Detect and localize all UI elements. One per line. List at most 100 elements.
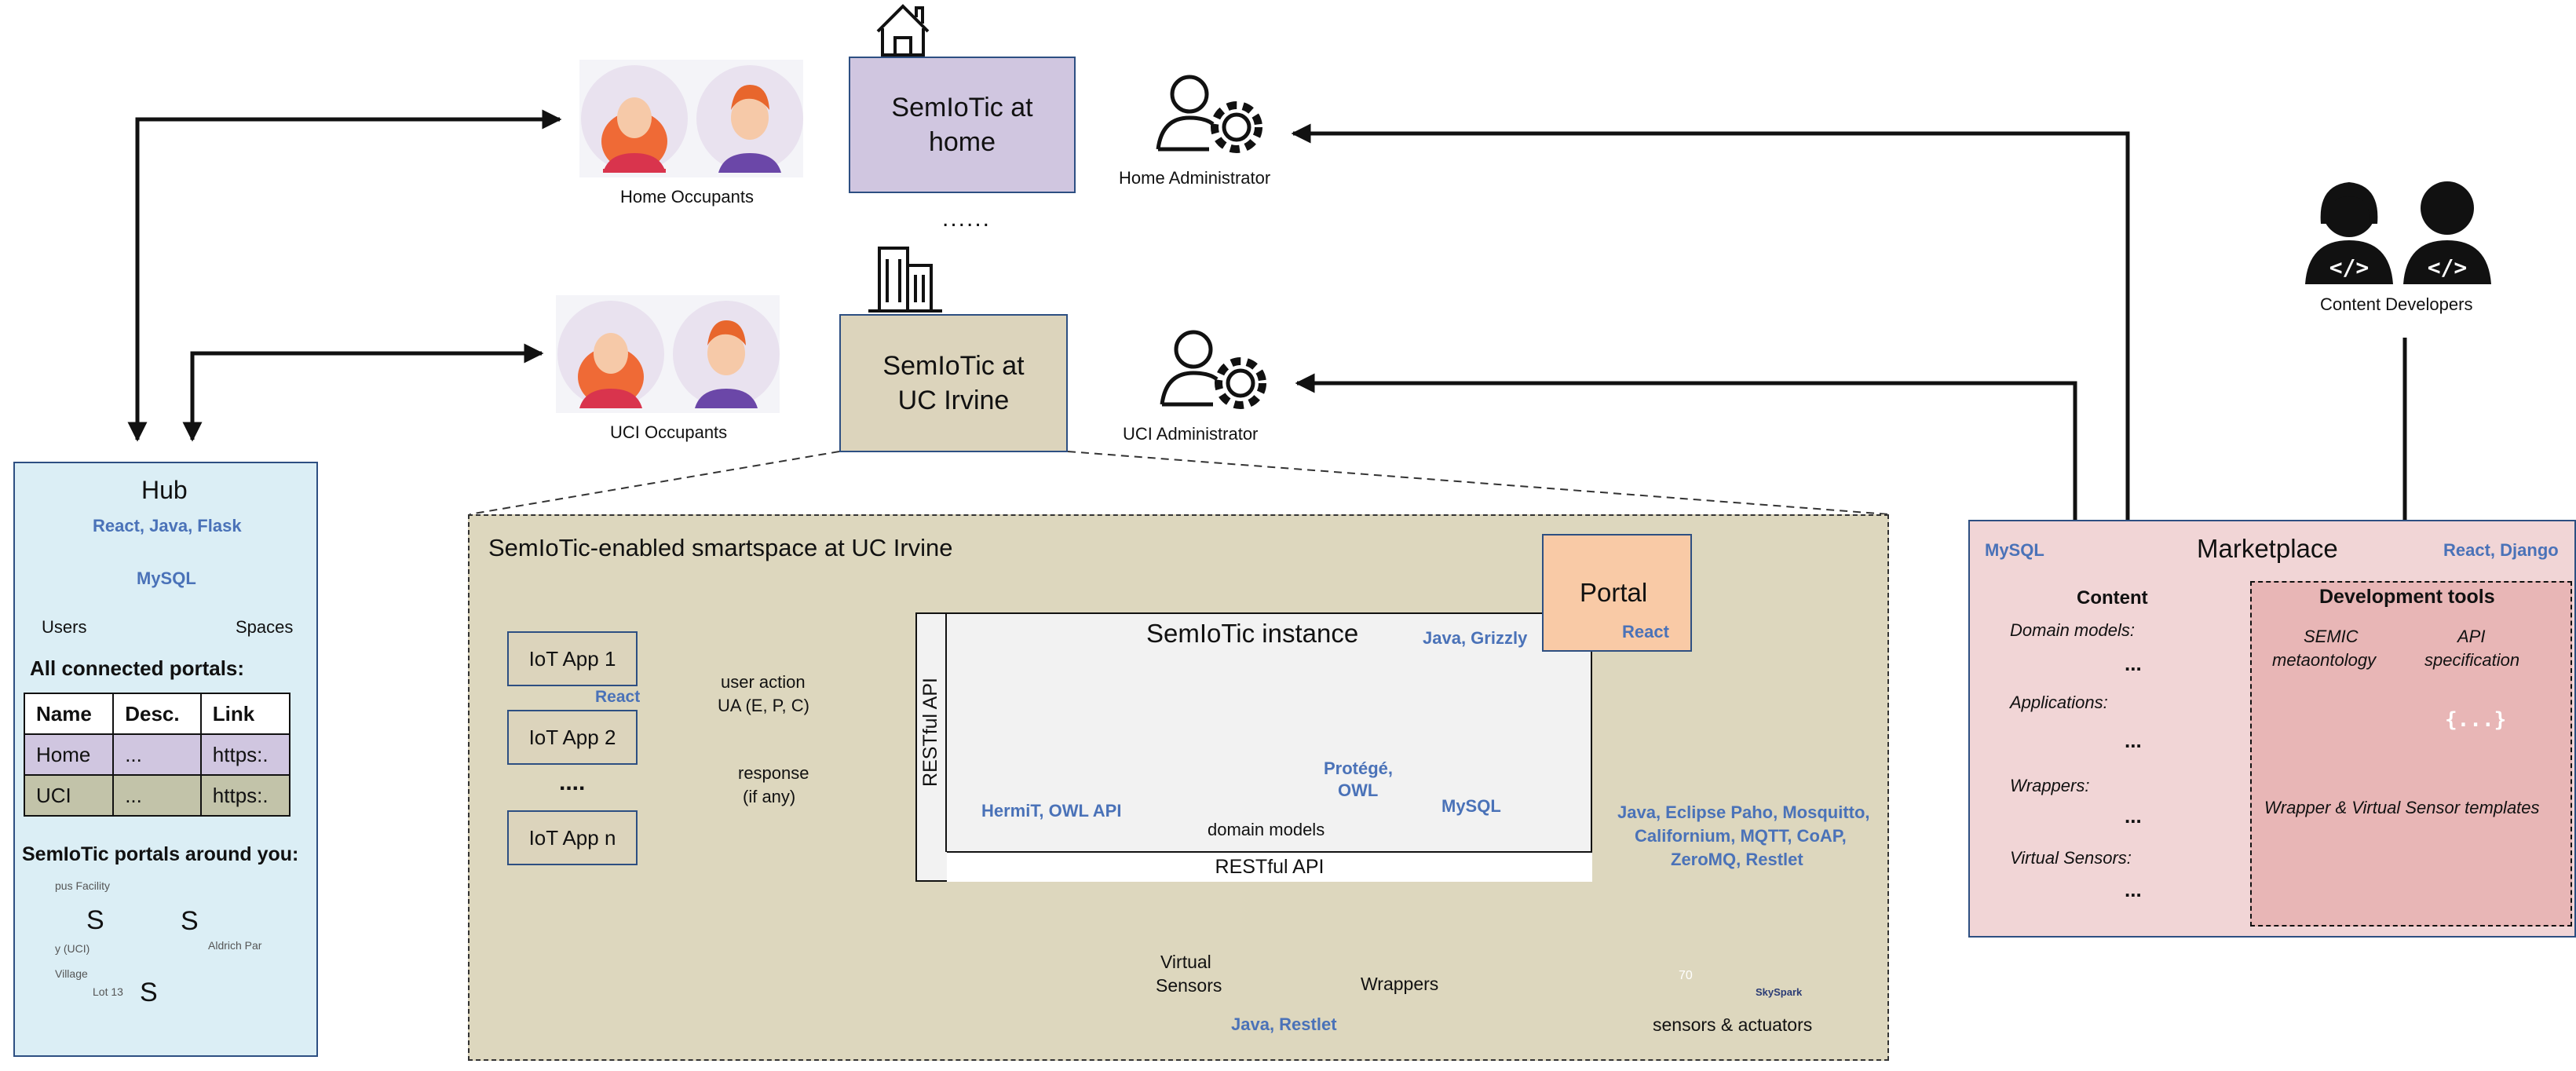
instances-ellipsis: ...... bbox=[942, 206, 992, 232]
uci-admin-icon bbox=[1160, 330, 1266, 409]
iot-apps-ellipsis: .... bbox=[559, 769, 586, 795]
semic-line2: metaontology bbox=[2272, 650, 2377, 670]
sensor-tech-line1: Java, Eclipse Paho, Mosquitto, bbox=[1617, 802, 1870, 822]
svg-text:</>: </> bbox=[2428, 254, 2468, 280]
sensors-actuators-label: sensors & actuators bbox=[1653, 1014, 1813, 1035]
content-title: Content bbox=[2077, 587, 2148, 609]
portal-label: Portal bbox=[1580, 578, 1648, 607]
uci-admin-label: UCI Administrator bbox=[1123, 424, 1259, 444]
content-developers-icon: </> </> bbox=[2305, 181, 2491, 284]
map-marker-label[interactable]: S bbox=[181, 906, 199, 936]
marketplace-web-tech: React, Django bbox=[2443, 540, 2559, 560]
iot-app-2[interactable]: IoT App 2 bbox=[507, 710, 638, 765]
sensor-tech-line3: ZeroMQ, Restlet bbox=[1671, 850, 1803, 869]
restful-api-bottom-label: RESTful API bbox=[1215, 856, 1325, 878]
development-tools-box bbox=[2250, 581, 2572, 927]
iot-app-n[interactable]: IoT App n bbox=[507, 810, 638, 865]
home-admin-icon bbox=[1156, 75, 1262, 153]
domain-models-label: domain models bbox=[1208, 820, 1325, 839]
instance-mysql-label: MySQL bbox=[1441, 796, 1501, 816]
table-cell-name: Home bbox=[23, 733, 115, 776]
table-cell-link[interactable]: https:. bbox=[199, 733, 291, 776]
map-marker-label[interactable]: S bbox=[86, 905, 104, 935]
api-spec-line1: API bbox=[2457, 627, 2486, 646]
content-wrappers-ellipsis: ... bbox=[2125, 804, 2142, 828]
portal-tech: React bbox=[1622, 622, 1669, 642]
table-header-link: Link bbox=[199, 693, 291, 735]
reasoner-tech: HermiT, OWL API bbox=[981, 801, 1122, 821]
map-label: Lot 13 bbox=[93, 985, 123, 998]
map-label: Village bbox=[55, 967, 88, 980]
smartspace-title: SemIoTic-enabled smartspace at UC Irvine bbox=[488, 534, 953, 561]
skyspark-label: SkySpark bbox=[1756, 986, 1803, 998]
hub-mysql-label: MySQL bbox=[137, 568, 196, 588]
table-cell-link[interactable]: https:. bbox=[199, 774, 291, 817]
content-domain-models-label: Domain models: bbox=[2010, 620, 2135, 640]
content-domain-ellipsis: ... bbox=[2125, 652, 2142, 675]
semiotic-uci-line1: SemIoTic at bbox=[882, 350, 1025, 381]
iot-apps-tech: React bbox=[595, 688, 641, 706]
semic-line1: SEMIC bbox=[2304, 627, 2359, 646]
semiotic-home-box: SemIoTic at home bbox=[849, 57, 1076, 193]
uci-occupants-label: UCI Occupants bbox=[610, 422, 728, 442]
bottom-tech: Java, Restlet bbox=[1231, 1014, 1337, 1034]
semiotic-uci-box: SemIoTic at UC Irvine bbox=[839, 314, 1068, 452]
restful-api-vertical-label: RESTful API bbox=[919, 678, 941, 787]
response-line1: response bbox=[738, 763, 809, 783]
marketplace-db-tech: MySQL bbox=[1985, 540, 2044, 560]
instance-title: SemIoTic instance bbox=[1146, 619, 1359, 648]
iot-app-1[interactable]: IoT App 1 bbox=[507, 631, 638, 686]
api-spec-line2: specification bbox=[2424, 650, 2520, 670]
semiotic-uci-line2: UC Irvine bbox=[897, 386, 1010, 415]
arrow-hub-uci-occupants bbox=[182, 343, 544, 442]
instance-tech: Java, Grizzly bbox=[1423, 628, 1528, 648]
protege-tech-line1: Protégé, bbox=[1324, 758, 1394, 778]
virtual-sensors-line2: Sensors bbox=[1156, 975, 1222, 996]
arrow-hub-home-occupants bbox=[127, 109, 562, 442]
hub-title: Hub bbox=[141, 476, 188, 504]
response-line2: (if any) bbox=[743, 787, 796, 806]
arrow-uci-admin-marketplace bbox=[1295, 373, 2085, 576]
api-glyph: {...} bbox=[2445, 708, 2507, 732]
content-developers-label: Content Developers bbox=[2320, 294, 2473, 314]
table-header-row: Name Desc. Link bbox=[23, 693, 291, 735]
arrow-home-admin-marketplace bbox=[1291, 123, 2138, 576]
wrappers-label: Wrappers bbox=[1361, 974, 1439, 994]
home-occupants-label: Home Occupants bbox=[620, 187, 754, 207]
table-row[interactable]: UCI ... https:. bbox=[23, 774, 291, 817]
table-row[interactable]: Home ... https:. bbox=[23, 733, 291, 776]
content-applications-ellipsis: ... bbox=[2125, 729, 2142, 752]
connected-portals-table: Name Desc. Link Home ... https:. UCI ...… bbox=[23, 693, 291, 817]
map-label: y (UCI) bbox=[55, 942, 90, 955]
home-occupants-avatars bbox=[579, 60, 803, 177]
building-icon bbox=[868, 247, 942, 313]
restful-api-vertical: RESTful API bbox=[915, 612, 947, 852]
content-virtual-sensors-label: Virtual Sensors: bbox=[2010, 848, 2132, 868]
thermostat-reading: 70 bbox=[1679, 969, 1693, 982]
semiotic-instance-box bbox=[915, 612, 1592, 882]
protege-tech-line2: OWL bbox=[1338, 780, 1379, 800]
map-label: Aldrich Par bbox=[208, 939, 262, 952]
house-icon bbox=[876, 4, 930, 57]
content-applications-label: Applications: bbox=[2010, 693, 2108, 712]
content-vs-ellipsis: ... bbox=[2125, 878, 2142, 901]
map-label: pus Facility bbox=[55, 879, 111, 892]
table-cell-desc: ... bbox=[112, 733, 202, 776]
sensor-tech-line2: Californium, MQTT, CoAP, bbox=[1635, 826, 1847, 846]
templates-label: Wrapper & Virtual Sensor templates bbox=[2264, 798, 2540, 817]
marketplace-title: Marketplace bbox=[2197, 534, 2338, 563]
user-action-line2: UA (E, P, C) bbox=[718, 696, 809, 715]
semiotic-home-line2: home bbox=[928, 127, 996, 157]
map-marker-label[interactable]: S bbox=[140, 978, 158, 1007]
table-cell-desc: ... bbox=[112, 774, 202, 817]
user-action-line1: user action bbox=[721, 672, 806, 692]
hub-users-label: Users bbox=[42, 617, 87, 637]
restful-api-bottom: RESTful API bbox=[947, 851, 1592, 882]
hub-spaces-label: Spaces bbox=[236, 617, 294, 637]
virtual-sensors-line1: Virtual bbox=[1160, 952, 1211, 972]
table-header-name: Name bbox=[23, 693, 115, 735]
table-header-desc: Desc. bbox=[112, 693, 202, 735]
dev-tools-title: Development tools bbox=[2319, 586, 2495, 608]
content-wrappers-label: Wrappers: bbox=[2010, 776, 2090, 795]
portal-box[interactable] bbox=[1542, 534, 1692, 652]
